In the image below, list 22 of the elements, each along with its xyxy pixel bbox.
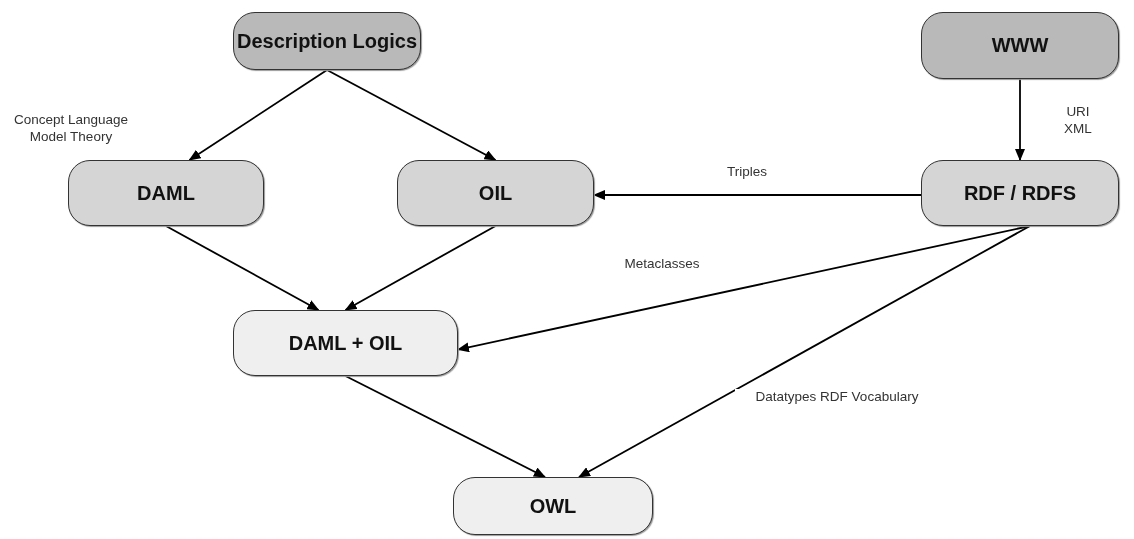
arrow xyxy=(578,225,1031,478)
rounded-box xyxy=(233,12,421,70)
arrow xyxy=(344,225,497,311)
rounded-box xyxy=(68,160,264,226)
arrow xyxy=(326,69,497,161)
node-label: Description Logics xyxy=(237,29,417,53)
node-label: RDF / RDFS xyxy=(963,181,1077,205)
node-label: WWW xyxy=(991,34,1049,57)
node-label: OIL xyxy=(478,181,513,205)
rounded-box xyxy=(453,477,653,535)
arrow xyxy=(344,375,546,478)
rounded-box xyxy=(921,160,1119,226)
node-label: OWL xyxy=(529,494,577,518)
arrow xyxy=(188,69,328,161)
rounded-box xyxy=(397,160,594,226)
rounded-box xyxy=(233,310,458,376)
node-label: DAML + OIL xyxy=(288,331,403,355)
arrow xyxy=(593,190,922,200)
arrow xyxy=(1015,78,1025,161)
rounded-box xyxy=(921,12,1119,79)
node-label: DAML xyxy=(137,181,195,205)
arrow xyxy=(165,225,320,311)
